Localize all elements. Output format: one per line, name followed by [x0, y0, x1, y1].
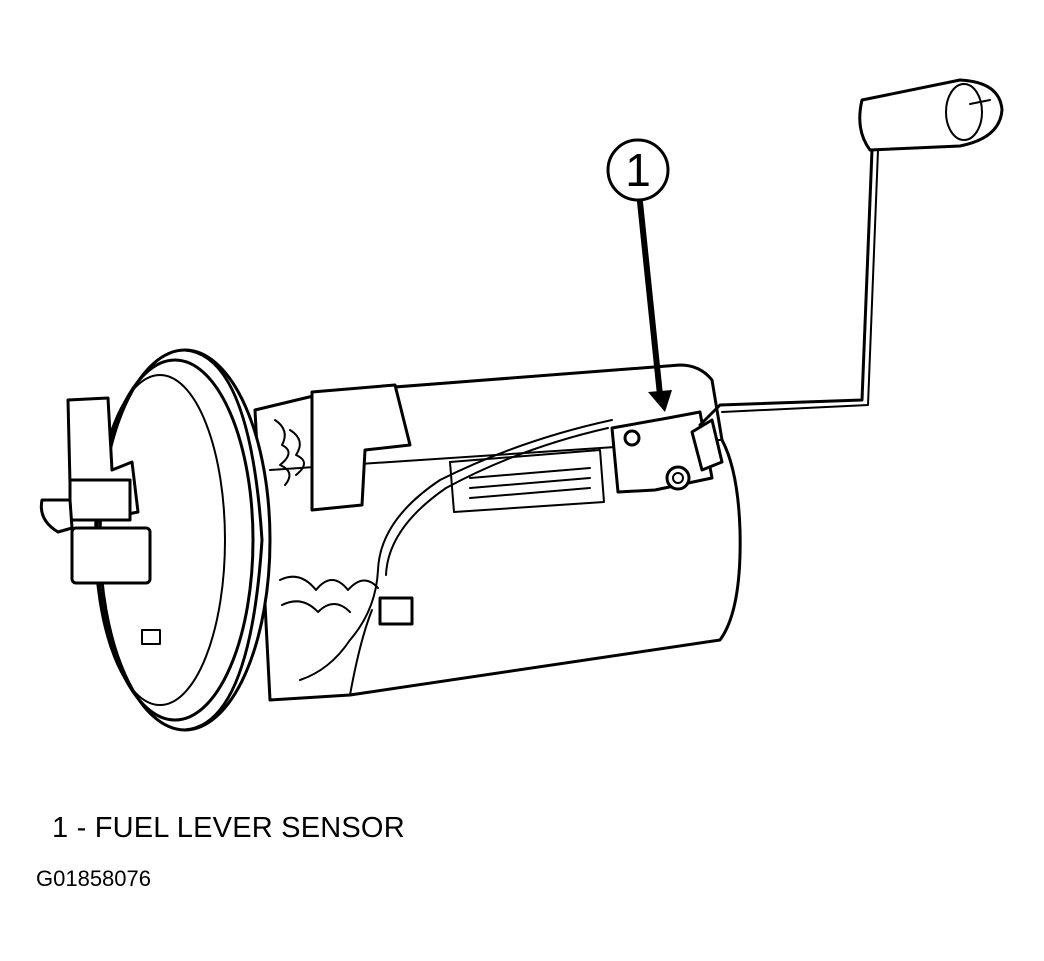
figure-code: G01858076 — [36, 866, 151, 891]
callout-arrowhead — [648, 390, 672, 412]
callout-arrow-shaft — [637, 199, 663, 398]
electrical-connector — [39, 396, 161, 645]
float — [858, 78, 1004, 152]
fuel-level-sensor — [610, 410, 724, 494]
legend-item-1: 1 - FUEL LEVER SENSOR — [52, 812, 405, 844]
callout-1: 1 — [606, 138, 672, 412]
float-arm — [698, 148, 879, 427]
body-ribs — [449, 449, 605, 513]
fuel-hoses — [274, 383, 412, 613]
callout-number: 1 — [625, 144, 651, 196]
